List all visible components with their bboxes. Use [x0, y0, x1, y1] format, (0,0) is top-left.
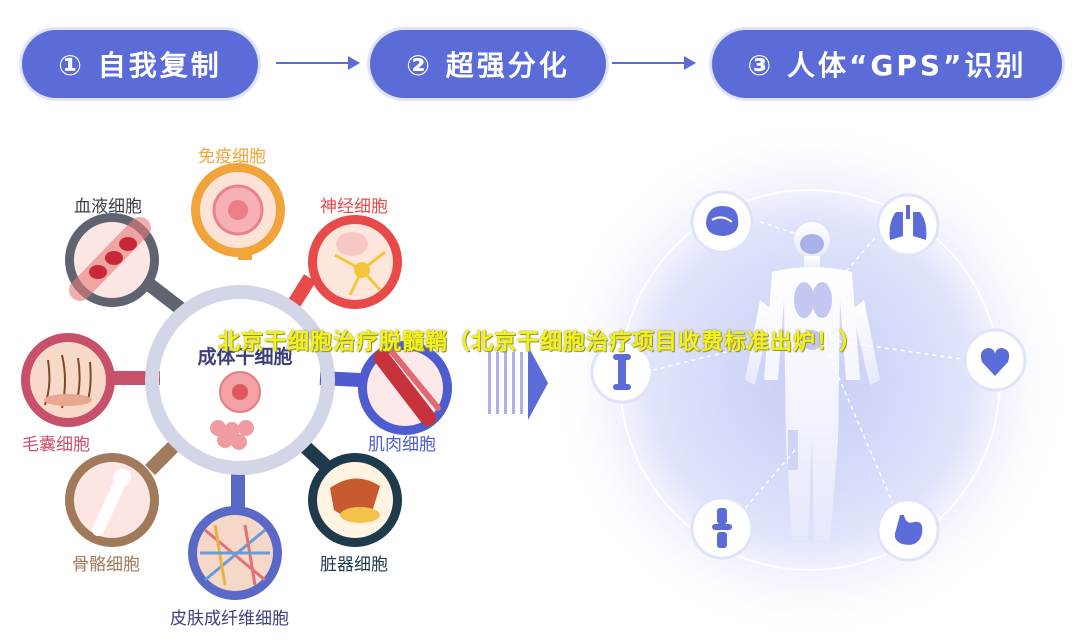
human-body-panel [548, 118, 1072, 642]
stem-cell-nucleus [232, 384, 248, 400]
bone-icon [590, 340, 654, 404]
body-brain [800, 234, 824, 254]
center-title: 成体干细胞 [197, 346, 293, 368]
bone-cell-label: 骨骼细胞 [72, 555, 140, 575]
liver-icon [330, 478, 380, 517]
immune-cell-node [191, 163, 285, 257]
stomach-icon [876, 498, 940, 562]
transition-arrow-icon [488, 346, 548, 420]
fibroblast-icon [200, 524, 270, 586]
knee-joint-icon [690, 496, 754, 560]
step-differentiation: ② 超强分化 [370, 30, 606, 98]
bone-icon [92, 472, 128, 536]
step-label: ③ 人体“GPS”识别 [747, 49, 1027, 82]
organ-cell-label: 脏器细胞 [320, 555, 388, 575]
connector-lines [644, 221, 969, 521]
step-arrow [612, 56, 696, 70]
bone-cell-node [65, 453, 159, 547]
body-knee [788, 430, 798, 470]
body-lungs [794, 282, 814, 318]
hair-follicle-label: 毛囊细胞 [22, 435, 90, 455]
blood-cell-node [65, 213, 159, 307]
watermark-overlay-text: 北京干细胞治疗脱髓鞘（北京干细胞治疗项目收费标准出炉！） [217, 330, 862, 355]
brain-icon [690, 190, 754, 254]
immune-cell-label: 免疫细胞 [198, 147, 266, 167]
muscle-fiber-icon [374, 350, 436, 426]
heart-icon [963, 328, 1027, 392]
step-self-replication: ① 自我复制 [22, 30, 258, 98]
step-gps-recognition: ③ 人体“GPS”识别 [712, 30, 1062, 98]
organ-cell-node [308, 453, 402, 547]
blood-cell-label: 血液细胞 [74, 197, 142, 217]
outer-ring [145, 285, 335, 475]
hair-follicle-node [21, 333, 115, 427]
step-label: ② 超强分化 [406, 49, 570, 82]
neural-cell-label: 神经细胞 [320, 197, 388, 217]
muscle-cell-label: 肌肉细胞 [368, 435, 436, 455]
lungs-icon [876, 193, 940, 257]
center-stem-cell [162, 302, 318, 458]
cell-cluster-icon [210, 420, 254, 450]
body-stomach [802, 330, 822, 350]
step-label: ① 自我复制 [58, 49, 222, 82]
neural-cell-node [308, 215, 402, 309]
step-arrow [276, 56, 360, 70]
skin-fibroblast-node [188, 506, 282, 600]
red-blood-cell-icon [89, 237, 137, 279]
skin-fibroblast-label: 皮肤成纤维细胞 [170, 609, 289, 629]
muscle-cell-node [358, 341, 452, 435]
